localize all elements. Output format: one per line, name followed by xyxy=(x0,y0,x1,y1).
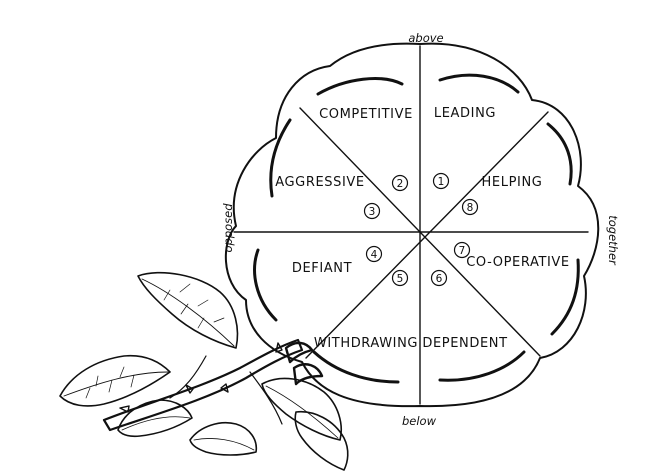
divider-diagonal-b xyxy=(305,111,549,359)
petal-shading xyxy=(253,248,278,322)
rose-leaf xyxy=(117,399,193,438)
petal-shading xyxy=(316,77,404,96)
petal-shading xyxy=(438,350,526,382)
petal-shading xyxy=(269,118,292,198)
svg-text:5: 5 xyxy=(397,273,404,285)
petal-shading xyxy=(438,73,520,94)
petal-shading xyxy=(550,258,580,336)
divider-diagonal-a xyxy=(299,107,541,357)
segment-label-withdrawing: WITHDRAWING xyxy=(314,336,418,351)
axis-labels: above below opposed together xyxy=(221,31,620,428)
svg-text:1: 1 xyxy=(438,176,445,188)
rose-leaf xyxy=(261,377,342,441)
rose-stem-illustration xyxy=(59,271,349,471)
segment-label-helping: HELPING xyxy=(482,175,543,190)
rose-leaf xyxy=(59,354,171,407)
segment-number-7: 7 xyxy=(453,241,471,259)
petal-shading xyxy=(546,122,573,186)
svg-text:6: 6 xyxy=(436,273,443,285)
rose-leaf xyxy=(189,422,258,456)
svg-text:7: 7 xyxy=(459,245,466,257)
axis-label-together: together xyxy=(606,215,620,266)
svg-text:8: 8 xyxy=(467,202,474,214)
rose-leaf xyxy=(294,411,349,471)
svg-text:3: 3 xyxy=(369,206,376,218)
segment-label-defiant: DEFIANT xyxy=(292,261,352,276)
segment-labels: LEADING COMPETITIVE AGGRESSIVE DEFIANT W… xyxy=(275,106,569,351)
segment-label-competitive: COMPETITIVE xyxy=(319,107,413,122)
segment-number-2: 2 xyxy=(391,174,409,192)
segment-number-1: 1 xyxy=(432,172,450,190)
svg-text:4: 4 xyxy=(371,249,378,261)
segment-number-3: 3 xyxy=(363,202,381,220)
segment-number-6: 6 xyxy=(430,269,448,287)
segment-label-dependent: DEPENDENT xyxy=(422,336,507,351)
flower-outline xyxy=(224,42,600,408)
segment-label-co-operative: CO-OPERATIVE xyxy=(466,255,569,270)
axis-label-opposed: opposed xyxy=(221,203,235,253)
segment-number-5: 5 xyxy=(391,269,409,287)
segment-number-8: 8 xyxy=(461,198,479,216)
axis-label-above: above xyxy=(408,31,443,45)
rose-flower xyxy=(224,42,600,408)
segment-dividers xyxy=(233,45,589,405)
segment-number-4: 4 xyxy=(365,245,383,263)
segment-label-leading: LEADING xyxy=(434,106,496,121)
rose-stem xyxy=(102,338,304,432)
petal-shading xyxy=(312,350,400,384)
segment-label-aggressive: AGGRESSIVE xyxy=(275,175,365,190)
segment-numbers: 1 2 3 4 5 6 7 8 xyxy=(363,172,479,287)
svg-text:2: 2 xyxy=(397,178,404,190)
axis-label-below: below xyxy=(402,414,437,428)
rose-leaf xyxy=(137,271,239,349)
